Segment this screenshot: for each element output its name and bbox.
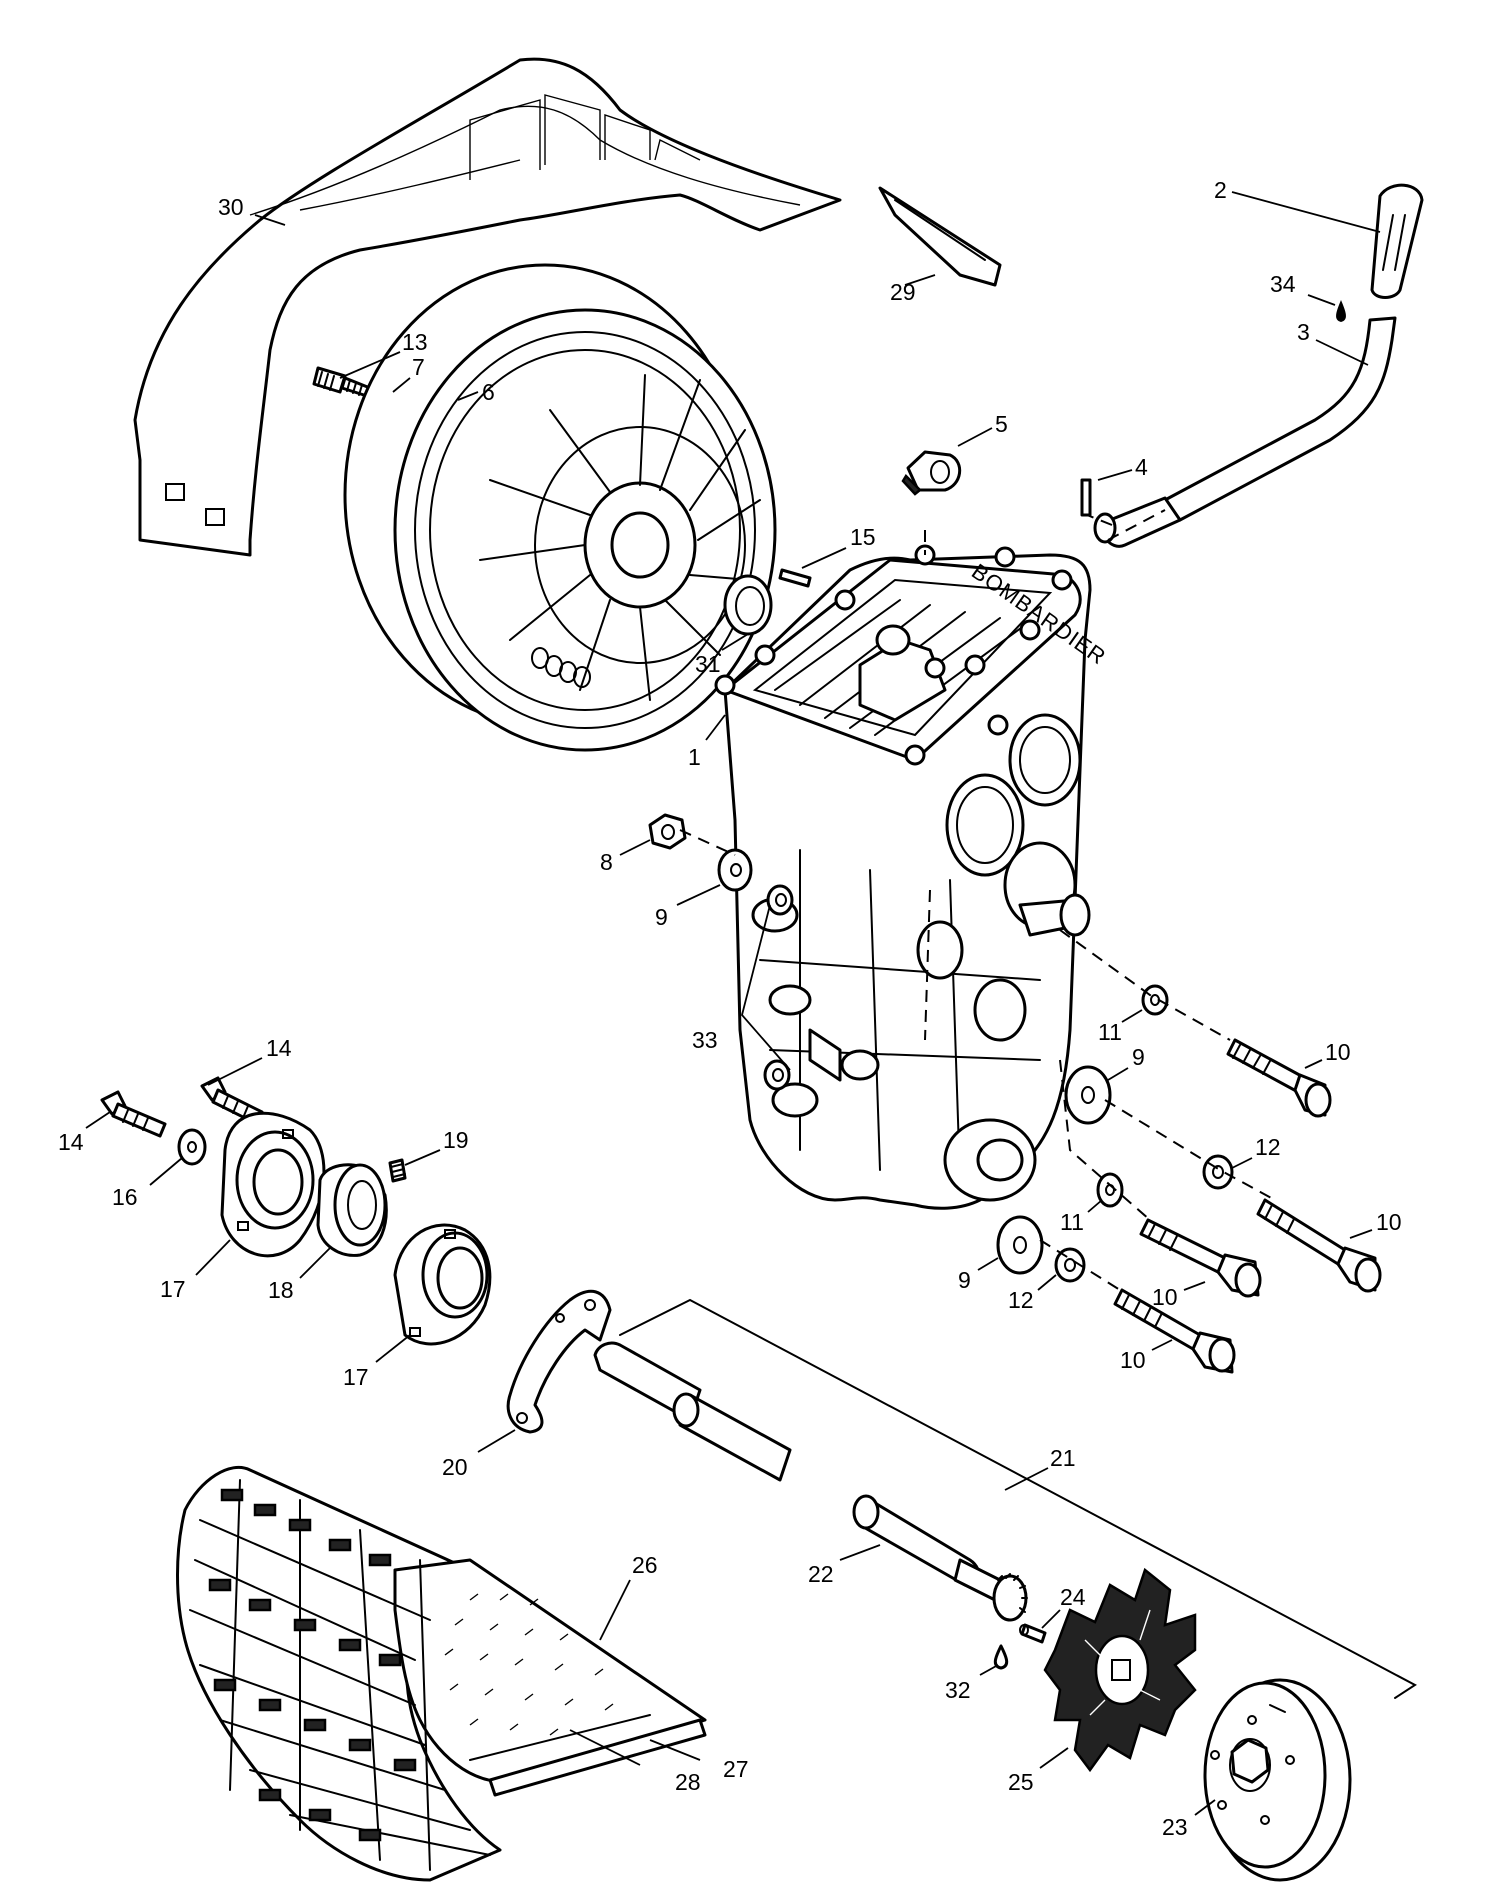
part-20-retainer-plate bbox=[506, 1289, 612, 1434]
assembly-lines bbox=[679, 509, 1276, 1291]
part-10-bolt-upper bbox=[1226, 1038, 1332, 1118]
part-22-drive-axle bbox=[593, 1341, 1028, 1622]
callout-17a: 17 bbox=[160, 1276, 186, 1302]
part-26-track bbox=[176, 1465, 707, 1882]
callout-2: 2 bbox=[1214, 177, 1227, 203]
callout-9a: 9 bbox=[655, 904, 668, 930]
callout-26: 26 bbox=[632, 1552, 658, 1578]
part-11-washer-upper bbox=[1141, 984, 1169, 1016]
part-14-bolt-lower bbox=[100, 1090, 167, 1138]
callout-10d: 10 bbox=[1120, 1347, 1146, 1373]
callout-9c: 9 bbox=[958, 1267, 971, 1293]
part-31-seal-ring bbox=[723, 574, 773, 636]
callout-3: 3 bbox=[1297, 319, 1310, 345]
callout-labels: 2 34 3 4 5 6 7 13 15 31 1 8 9 33 11 10 9… bbox=[58, 177, 1402, 1840]
part-23-end-wheel bbox=[1203, 1678, 1352, 1882]
callout-30: 30 bbox=[218, 194, 244, 220]
part-17-flange-upper bbox=[220, 1111, 326, 1258]
part-5-clip bbox=[901, 450, 961, 496]
callout-20: 20 bbox=[442, 1454, 468, 1480]
part-3-shift-lever bbox=[1093, 316, 1397, 548]
callout-33: 33 bbox=[692, 1027, 718, 1053]
callout-19: 19 bbox=[443, 1127, 469, 1153]
part-34-grease-drop-icon bbox=[1336, 300, 1346, 322]
callout-8: 8 bbox=[600, 849, 613, 875]
callout-1: 1 bbox=[688, 744, 701, 770]
callout-11b: 11 bbox=[1060, 1209, 1084, 1235]
part-10-bolt-middle bbox=[1139, 1218, 1262, 1298]
callout-14b: 14 bbox=[58, 1129, 84, 1155]
part-8-nut bbox=[648, 813, 687, 850]
callout-10b: 10 bbox=[1376, 1209, 1402, 1235]
part-2-handle-grip bbox=[1370, 183, 1424, 299]
callout-12b: 12 bbox=[1008, 1287, 1034, 1313]
part-10-bolt-right bbox=[1256, 1198, 1382, 1293]
callout-10c: 10 bbox=[1152, 1284, 1178, 1310]
callout-32: 32 bbox=[945, 1677, 971, 1703]
callout-29: 29 bbox=[890, 279, 916, 305]
callout-7: 7 bbox=[412, 354, 425, 380]
part-24-pin bbox=[1019, 1623, 1047, 1644]
callout-31: 31 bbox=[695, 651, 721, 677]
callout-13: 13 bbox=[402, 329, 428, 355]
part-33-spacer-upper bbox=[766, 884, 794, 916]
part-17-flange-lower bbox=[393, 1223, 492, 1346]
part-30-hood-shield bbox=[133, 57, 842, 557]
callout-11a: 11 bbox=[1098, 1019, 1122, 1045]
leader-lines bbox=[85, 191, 1381, 1816]
callout-34: 34 bbox=[1270, 271, 1296, 297]
callout-23: 23 bbox=[1162, 1814, 1188, 1840]
callout-25: 25 bbox=[1008, 1769, 1034, 1795]
part-4-pin bbox=[1080, 478, 1092, 517]
part-21-axle-frame-line bbox=[619, 1298, 1417, 1699]
part-29-bracket bbox=[878, 186, 1002, 287]
callout-14a: 14 bbox=[266, 1035, 292, 1061]
part-9-washer-upper bbox=[717, 848, 753, 892]
callout-28: 28 bbox=[675, 1769, 701, 1795]
part-27-slider-strip bbox=[488, 1718, 707, 1797]
callout-9b: 9 bbox=[1132, 1044, 1145, 1070]
callout-17b: 17 bbox=[343, 1364, 369, 1390]
driven-pulley bbox=[343, 263, 777, 752]
part-12-washer-upper bbox=[1202, 1154, 1234, 1190]
part-9-washer-right bbox=[1064, 1065, 1112, 1125]
callout-21: 21 bbox=[1050, 1445, 1076, 1471]
callout-15: 15 bbox=[850, 524, 876, 550]
callout-10a: 10 bbox=[1325, 1039, 1351, 1065]
part-11-washer-lower bbox=[1096, 1172, 1124, 1208]
callout-24: 24 bbox=[1060, 1584, 1086, 1610]
callout-18: 18 bbox=[268, 1277, 294, 1303]
part-16-washer bbox=[177, 1128, 207, 1166]
callout-16: 16 bbox=[112, 1184, 138, 1210]
part-32-oil-drop-icon bbox=[993, 1644, 1009, 1670]
callout-6: 6 bbox=[482, 379, 495, 405]
part-1-chaincase: BOMBARDIER bbox=[714, 544, 1111, 1210]
callout-22: 22 bbox=[808, 1561, 834, 1587]
part-13-bolt bbox=[312, 366, 372, 398]
part-9-washer-lower bbox=[996, 1215, 1044, 1275]
callout-27: 27 bbox=[723, 1756, 749, 1782]
part-10-bolt-lower bbox=[1113, 1288, 1236, 1374]
part-18-bearing bbox=[316, 1163, 388, 1257]
callout-5: 5 bbox=[995, 411, 1008, 437]
callout-12a: 12 bbox=[1255, 1134, 1281, 1160]
part-19-setscrew bbox=[388, 1158, 407, 1183]
part-25-sprocket bbox=[1043, 1567, 1197, 1773]
part-33-spacer-lower bbox=[763, 1059, 791, 1091]
part-12-washer-lower bbox=[1054, 1247, 1086, 1283]
part-15-key bbox=[778, 568, 812, 588]
part-28-clip-row bbox=[469, 1714, 651, 1761]
callout-4: 4 bbox=[1135, 454, 1148, 480]
